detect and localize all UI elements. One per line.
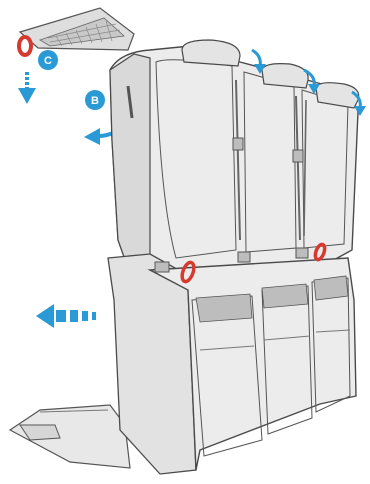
release-strap-c[interactable]	[19, 37, 31, 55]
step-c-badge: C	[38, 50, 58, 70]
step-b-label: B	[91, 95, 99, 107]
strap-down-arrow-icon	[18, 72, 36, 104]
seat-cushion	[108, 254, 356, 474]
cargo-panel	[20, 8, 134, 50]
step-c-label: C	[44, 55, 52, 67]
seat-backrest	[110, 46, 358, 272]
cushion-left-arrow-icon	[36, 304, 96, 328]
floor-rail	[10, 405, 130, 468]
step-b-badge: B	[85, 90, 105, 110]
